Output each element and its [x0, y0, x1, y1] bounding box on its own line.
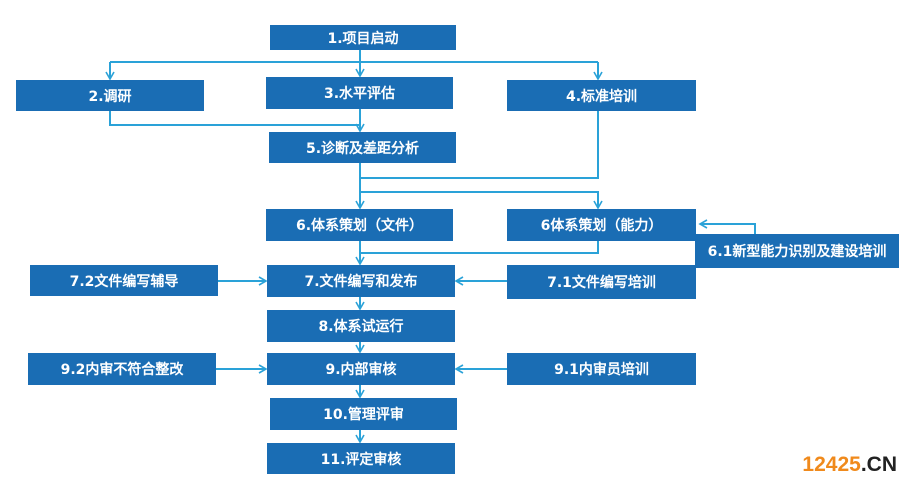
step-11-certification-audit: 11.评定审核 — [267, 443, 455, 474]
step-9-internal-audit: 9.内部审核 — [267, 353, 455, 385]
step-2-research: 2.调研 — [16, 80, 204, 111]
watermark-number: 12425 — [802, 453, 861, 476]
step-6-system-planning-capability: 6体系策划（能力） — [507, 209, 696, 241]
connector-to-6b — [360, 191, 603, 210]
step-1-project-start: 1.项目启动 — [270, 25, 456, 50]
step-6-system-planning-docs: 6.体系策划（文件） — [266, 209, 453, 241]
connector-2-to-5 — [109, 111, 360, 126]
step-7-2-doc-coaching: 7.2文件编写辅导 — [30, 265, 218, 296]
watermark-domain: .CN — [860, 453, 897, 476]
connector-4-merge — [360, 111, 599, 179]
watermark: 12425.CN — [802, 453, 897, 477]
connector-61-to-6b — [698, 219, 756, 234]
connector-6b-merge — [360, 241, 599, 254]
step-9-1-auditor-training: 9.1内审员培训 — [507, 353, 696, 385]
step-4-standard-training: 4.标准培训 — [507, 80, 696, 111]
step-5-gap-analysis: 5.诊断及差距分析 — [269, 132, 456, 163]
step-10-management-review: 10.管理评审 — [270, 398, 457, 430]
step-7-doc-writing-release: 7.文件编写和发布 — [267, 265, 455, 297]
step-7-1-doc-training: 7.1文件编写培训 — [507, 265, 696, 299]
step-8-trial-run: 8.体系试运行 — [267, 310, 455, 342]
step-6-1-capability-training: 6.1新型能力识别及建设培训 — [695, 234, 899, 268]
step-3-level-assessment: 3.水平评估 — [266, 77, 453, 109]
step-9-2-nonconformity-fix: 9.2内审不符合整改 — [28, 353, 216, 385]
